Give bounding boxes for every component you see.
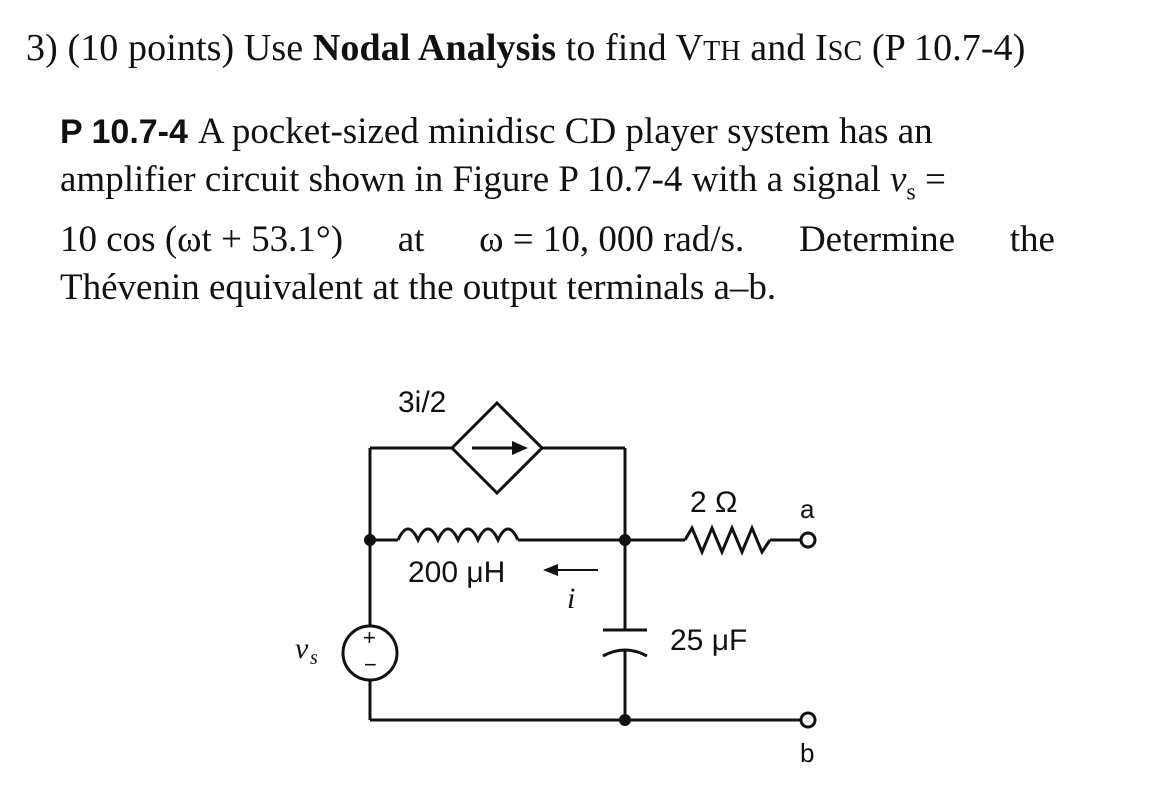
terminal-b-label: b (800, 738, 814, 768)
isc-subscript: SC (827, 36, 863, 67)
problem-line-2: amplifier circuit shown in Figure P 10.7… (60, 156, 1060, 216)
signal-symbol: v (889, 159, 907, 200)
problem-text-1: A pocket-sized minidisc CD player system… (197, 111, 933, 152)
problem-line-4: Thévenin equivalent at the output termin… (60, 264, 1060, 312)
question-title: 3) (10 points) Use Nodal Analysis to fin… (26, 22, 1026, 78)
capacitor-label: 25 μF (670, 624, 747, 657)
inductor-coil (396, 527, 520, 544)
terminal-a-label: a (800, 494, 815, 524)
problem-text-4: Thévenin equivalent at the output termin… (60, 267, 777, 309)
terminal-b (799, 711, 817, 729)
node-bottom (619, 714, 631, 726)
question-prefix: 3) (10 points) Use (26, 27, 313, 69)
source-minus: − (364, 652, 377, 677)
dependent-source-arrow-head (512, 441, 528, 455)
capacitor-bottom-plate (602, 648, 648, 658)
frequency-value: ω = 10, 000 rad/s. (479, 219, 745, 261)
question-mid: to find V (556, 27, 704, 69)
determine-word: Determine (798, 219, 956, 261)
source-plus: + (363, 625, 376, 650)
terminal-a (799, 531, 817, 549)
current-label: i (567, 582, 575, 615)
vth-subscript: TH (703, 36, 741, 67)
question-and: and I (740, 27, 828, 69)
equals-sign: = (915, 159, 946, 200)
resistor-zigzag (683, 524, 772, 556)
node-left (364, 534, 376, 546)
inductor-label: 200 μH (408, 556, 505, 589)
resistor-label: 2 Ω (690, 486, 737, 519)
problem-text-2: amplifier circuit shown in Figure P 10.7… (60, 159, 890, 200)
node-right (619, 534, 631, 546)
source-subscript: s (310, 647, 318, 669)
problem-line-3: 10 cos (ωt + 53.1°) at ω = 10, 000 rad/s… (60, 216, 1055, 264)
source-label: v (295, 632, 309, 665)
dependent-source-diamond (449, 400, 545, 496)
question-method: Nodal Analysis (312, 27, 557, 69)
signal-expression: 10 cos (ωt + 53.1°) (60, 219, 344, 261)
question-suffix: (P 10.7-4) (862, 27, 1026, 69)
dependent-source-label: 3i/2 (398, 386, 446, 419)
the-word: the (1009, 219, 1055, 261)
problem-number: P 10.7-4 (60, 113, 188, 151)
at-word: at (397, 219, 425, 261)
current-arrow-head (543, 564, 558, 576)
signal-subscript: s (906, 179, 916, 206)
voltage-source-circle (341, 624, 399, 682)
